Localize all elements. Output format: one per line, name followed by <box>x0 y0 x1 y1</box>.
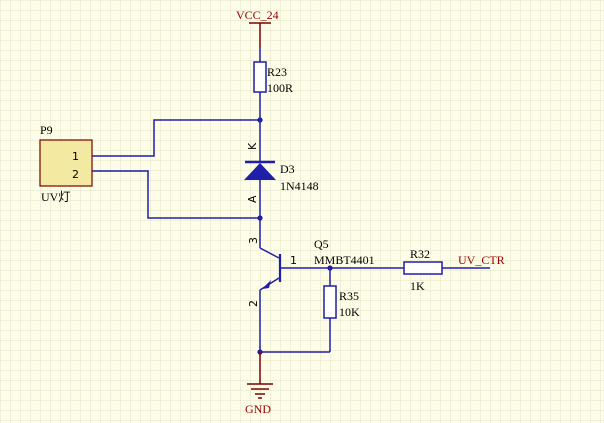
resistor-r35[interactable]: R35 10K <box>323 268 360 352</box>
p9-pin2-label: 2 <box>72 168 79 181</box>
connector-p9[interactable]: P9 1 2 UV灯 <box>39 123 93 204</box>
diode-triangle <box>244 163 276 180</box>
junction-dot <box>327 265 333 271</box>
vcc-power-port[interactable]: VCC_24 <box>236 8 279 48</box>
p9-pin1-label: 1 <box>72 150 79 163</box>
wire-cathode-to-pin1[interactable] <box>92 119 260 157</box>
d3-pin-a: A <box>246 195 259 203</box>
q5-pin1-label: 1 <box>290 254 297 267</box>
d3-designator: D3 <box>280 162 295 176</box>
q5-pin3-label: 3 <box>247 237 260 244</box>
diode-d3[interactable]: K A D3 1N4148 <box>244 120 319 218</box>
transistor-q5[interactable]: 3 1 2 Q5 MMBT4401 <box>247 237 375 352</box>
gnd-power-port[interactable]: GND <box>245 352 273 416</box>
uv-ctr-net-label[interactable]: UV_CTR <box>458 253 505 267</box>
r23-designator: R23 <box>267 65 287 79</box>
q5-value: MMBT4401 <box>314 253 375 267</box>
d3-value: 1N4148 <box>280 179 319 193</box>
d3-pin-k: K <box>246 142 259 150</box>
r35-value: 10K <box>339 305 360 319</box>
connector-body <box>39 139 93 187</box>
r32-value: 1K <box>410 279 425 293</box>
r23-value: 100R <box>267 81 293 95</box>
p9-value: UV灯 <box>41 190 70 204</box>
wire-anode-to-pin2[interactable] <box>92 170 260 219</box>
resistor-r23[interactable]: R23 100R <box>253 48 293 120</box>
junction-dot <box>257 117 263 123</box>
p9-designator: P9 <box>40 123 53 137</box>
q5-pin2-label: 2 <box>247 300 260 307</box>
emitter-arrow <box>262 280 271 289</box>
r35-designator: R35 <box>339 289 359 303</box>
q5-designator: Q5 <box>314 237 329 251</box>
vcc-net-label: VCC_24 <box>236 8 279 22</box>
resistor-r32[interactable]: R32 1K <box>403 247 490 293</box>
r32-designator: R32 <box>410 247 430 261</box>
junction-dot <box>257 215 263 221</box>
gnd-net-label: GND <box>245 402 271 416</box>
